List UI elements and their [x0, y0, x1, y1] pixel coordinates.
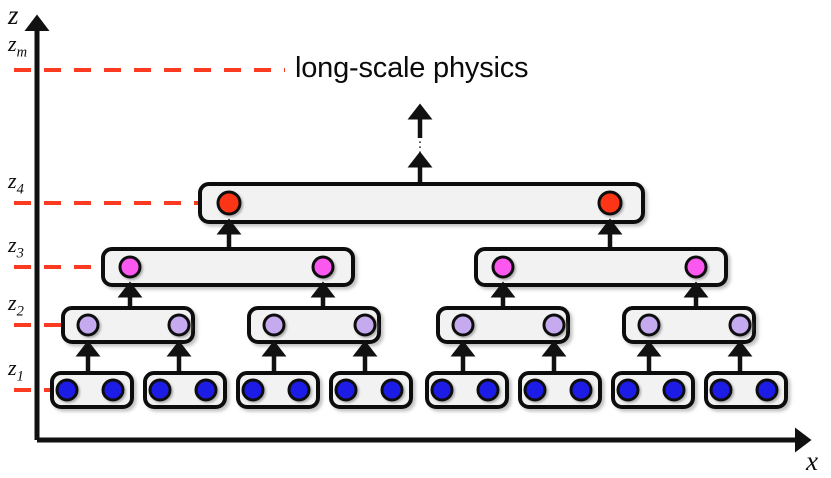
- node-dot-z_1: [380, 378, 404, 402]
- x-axis-label: x: [806, 446, 818, 476]
- tick-subscript: 4: [16, 181, 24, 198]
- long-scale-physics-label: long-scale physics: [295, 52, 529, 84]
- tick-label-z_2: z2: [8, 292, 24, 319]
- node-dots: [55, 190, 779, 402]
- node-dot-z_3: [491, 255, 515, 279]
- axis-lines: [24, 14, 812, 453]
- node-dot-z_1: [148, 378, 172, 402]
- tick-label-z_m: zm: [8, 33, 27, 60]
- node-dot-z_2: [262, 313, 286, 337]
- node-dot-z_4: [216, 190, 242, 216]
- node-dot-z_2: [167, 313, 191, 337]
- y-axis-label: z: [8, 0, 19, 30]
- tick-label-z_1: z1: [8, 357, 24, 384]
- node-dot-z_1: [476, 378, 500, 402]
- node-dot-z_1: [194, 378, 218, 402]
- node-dot-z_1: [334, 378, 358, 402]
- node-dot-z_2: [542, 313, 566, 337]
- tick-label-z_3: z3: [8, 234, 24, 261]
- node-dot-z_3: [684, 255, 708, 279]
- node-dot-z_2: [451, 313, 475, 337]
- node-dot-z_4: [597, 190, 623, 216]
- ellipsis-dot: ·: [417, 138, 423, 155]
- tick-subscript: m: [16, 44, 28, 61]
- tick-base: z: [8, 168, 17, 193]
- tick-subscript: 2: [16, 303, 24, 320]
- node-dot-z_1: [662, 378, 686, 402]
- node-dot-z_2: [353, 313, 377, 337]
- level-dashed-lines: [14, 68, 285, 392]
- node-box-z_3: [474, 247, 728, 287]
- node-dot-z_1: [755, 378, 779, 402]
- node-dot-z_1: [287, 378, 311, 402]
- node-dot-z_3: [311, 255, 335, 279]
- node-dot-z_1: [523, 378, 547, 402]
- tick-subscript: 3: [16, 245, 24, 262]
- tick-base: z: [8, 290, 17, 315]
- node-box-z_3: [101, 247, 355, 287]
- ellipsis-dot: ·: [417, 143, 423, 160]
- node-dot-z_2: [76, 313, 100, 337]
- node-dot-z_2: [637, 313, 661, 337]
- node-dot-z_1: [55, 378, 79, 402]
- node-dot-z_1: [709, 378, 733, 402]
- tick-subscript: 1: [16, 368, 24, 385]
- node-boxes: [50, 182, 788, 409]
- tick-base: z: [8, 355, 17, 380]
- node-dot-z_1: [616, 378, 640, 402]
- flow-arrows: [75, 103, 753, 371]
- node-dot-z_3: [118, 255, 142, 279]
- node-box-z_4: [198, 182, 645, 224]
- tick-base: z: [8, 31, 17, 56]
- node-dot-z_1: [241, 378, 265, 402]
- tick-label-z_4: z4: [8, 170, 24, 197]
- vertical-ellipsis-icon: ···: [413, 133, 427, 160]
- node-dot-z_1: [569, 378, 593, 402]
- node-dot-z_1: [430, 378, 454, 402]
- node-dot-z_1: [101, 378, 125, 402]
- node-dot-z_2: [728, 313, 752, 337]
- ellipsis-dot: ·: [417, 133, 423, 150]
- tick-base: z: [8, 232, 17, 257]
